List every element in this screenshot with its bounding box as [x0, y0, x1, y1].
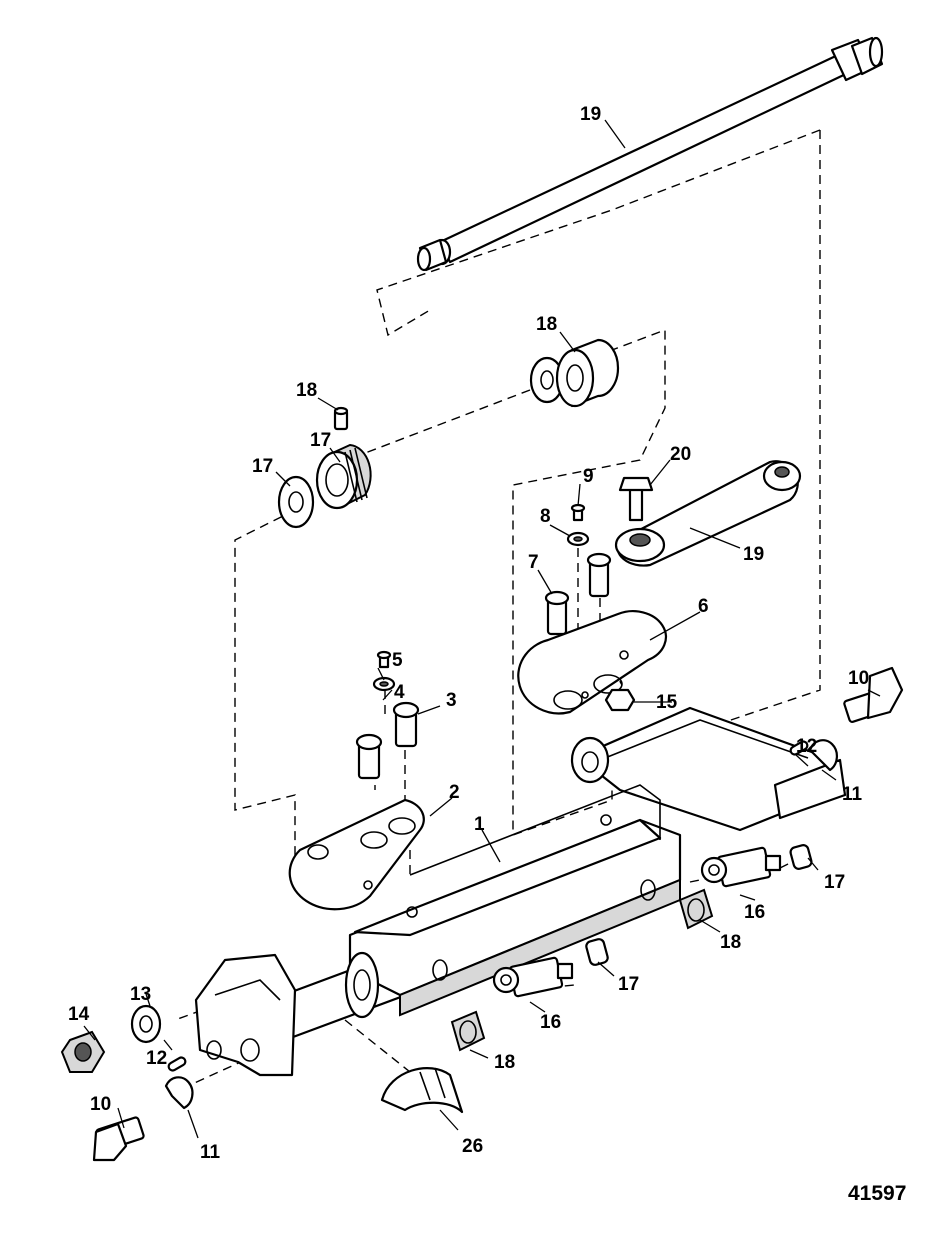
- leader-lines: [83, 119, 881, 1139]
- callout-2: 2: [449, 782, 460, 803]
- parts-10-14-hardware: [60, 666, 904, 1162]
- parts-19-20-tie-link: [614, 460, 802, 567]
- callout-7: 7: [528, 552, 539, 573]
- callout-25: 19: [580, 104, 601, 125]
- callout-18-left: 18: [494, 1052, 515, 1073]
- callout-1: 1: [474, 814, 485, 835]
- callout-15: 15: [656, 692, 678, 713]
- callout-17-left: 17: [618, 974, 639, 995]
- callout-23: 18: [296, 380, 317, 401]
- callout-21: 17: [252, 456, 273, 477]
- parts-21-23-knurled-nut-group: [277, 406, 372, 529]
- callout-17-right: 17: [824, 872, 845, 893]
- callout-5: 5: [392, 650, 403, 671]
- callout-26: 26: [462, 1136, 483, 1157]
- callout-10-right: 10: [848, 668, 869, 689]
- part-6-plate-group: [517, 503, 667, 715]
- callout-20: 20: [670, 444, 691, 465]
- callout-14: 14: [68, 1004, 90, 1025]
- part-2-plate-group: [288, 650, 425, 911]
- callout-9: 9: [583, 466, 594, 487]
- part-26-boot: [380, 1067, 464, 1114]
- parts-16-18-fittings: [450, 844, 813, 1052]
- callout-16-left: 16: [540, 1012, 561, 1033]
- callout-22: 17: [310, 430, 331, 451]
- part-24-bushing: [529, 338, 620, 408]
- callout-8: 8: [540, 506, 551, 527]
- callout-12-left: 12: [146, 1048, 167, 1069]
- figure-number: 41597: [848, 1182, 906, 1205]
- callout-4: 4: [394, 682, 405, 703]
- callout-12-right: 12: [796, 736, 817, 757]
- callout-labels: 19 18 18 17 17 20 9 8 19 7 6 15 5 4 3 2 …: [68, 104, 869, 1163]
- callout-16-right: 16: [744, 902, 765, 923]
- callout-3: 3: [446, 690, 457, 711]
- callout-18-right: 18: [720, 932, 741, 953]
- callout-6: 6: [698, 596, 709, 617]
- callout-19: 19: [743, 544, 764, 565]
- callout-11-right: 11: [842, 784, 863, 805]
- part-1-cylinder: [194, 706, 847, 1077]
- callout-13: 13: [130, 984, 151, 1005]
- callout-24: 18: [536, 314, 557, 335]
- callout-11-left: 11: [200, 1142, 221, 1163]
- callout-10-left: 10: [90, 1094, 111, 1115]
- part-25-rod: [416, 36, 884, 272]
